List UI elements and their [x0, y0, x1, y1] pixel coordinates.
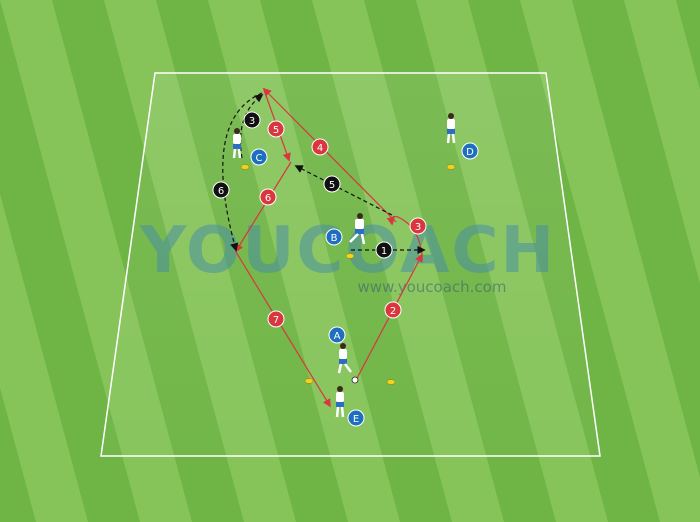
cone	[386, 379, 396, 385]
run-line-6	[222, 92, 263, 252]
cones	[240, 164, 456, 385]
run-badge-5: 5	[323, 175, 341, 193]
run-line-5	[294, 165, 393, 216]
player-badge-c-label: C	[256, 153, 263, 164]
player-badge-d: D	[461, 142, 479, 160]
pass-line-7	[235, 251, 331, 408]
step-badge-6-label: 6	[265, 193, 271, 204]
pass-line-4	[262, 87, 397, 223]
cone	[345, 253, 355, 259]
player-badge-e: E	[347, 409, 365, 427]
run-badge-6: 6	[212, 181, 230, 199]
player-badge-e-label: E	[353, 414, 359, 425]
drill-area	[100, 72, 601, 457]
step-badge-2-label: 2	[390, 306, 396, 317]
watermark-url: www.youcoach.com	[358, 278, 507, 296]
player-badges: A B C D E	[250, 142, 479, 427]
pass-line-3	[386, 215, 423, 256]
cone	[240, 164, 250, 170]
watermark-brand: YOUCOACH	[139, 214, 556, 288]
run-badge-3-label: 3	[249, 116, 255, 127]
step-badge-4-label: 4	[317, 143, 323, 154]
cone	[446, 164, 456, 170]
player-badge-b-label: B	[331, 233, 338, 244]
cone	[304, 378, 314, 384]
player-badge-d-label: D	[466, 147, 474, 158]
run-badge-3: 3	[243, 111, 261, 129]
player-badge-a: A	[328, 326, 346, 344]
step-badge-3: 3	[409, 217, 427, 235]
step-badge-3-label: 3	[415, 222, 421, 233]
step-badge-5: 5	[267, 120, 285, 138]
step-badge-2: 2	[384, 301, 402, 319]
run-badge-6-label: 6	[218, 186, 224, 197]
player-figure-b	[349, 213, 366, 245]
player-badge-a-label: A	[334, 331, 341, 342]
pass-line-6	[235, 161, 292, 253]
run-badge-5-label: 5	[329, 180, 335, 191]
step-badges: 1 2 3 4 5 6 7 3	[212, 111, 427, 328]
step-badge-4: 4	[311, 138, 329, 156]
step-badge-1: 1	[375, 241, 393, 259]
step-badge-5-label: 5	[273, 125, 279, 136]
step-badge-7: 7	[267, 310, 285, 328]
watermark: YOUCOACH www.youcoach.com	[139, 214, 556, 296]
grass-stripe	[0, 193, 88, 522]
player-figure-d	[446, 113, 456, 144]
player-figures	[232, 113, 456, 418]
player-figure-e	[335, 386, 345, 418]
pass-line-2	[354, 253, 423, 383]
grass-stripe	[624, 0, 700, 284]
ball	[351, 376, 359, 384]
step-badge-1-label: 1	[381, 246, 387, 257]
player-figure-c	[232, 128, 242, 159]
player-figure-a	[337, 343, 352, 374]
step-badge-6: 6	[259, 188, 277, 206]
pass-lines	[235, 87, 423, 408]
player-badge-c: C	[250, 148, 268, 166]
player-badge-b: B	[325, 228, 343, 246]
step-badge-7-label: 7	[273, 315, 279, 326]
grass-stripe	[520, 0, 700, 522]
